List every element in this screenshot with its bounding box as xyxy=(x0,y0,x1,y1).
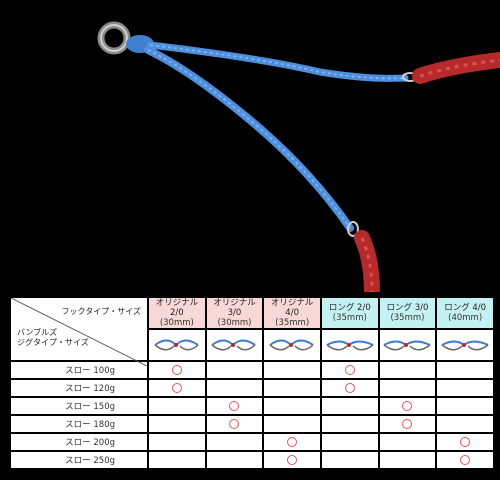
row-label: スロー 150g xyxy=(11,398,147,414)
compatibility-cell xyxy=(321,434,378,450)
compatibility-cell xyxy=(264,416,320,432)
column-header-long-2-0: ロング 2/0(35mm) xyxy=(321,298,378,328)
compatible-mark-icon xyxy=(402,418,413,429)
column-header-original-2-0: オリジナル 2/0(30mm) xyxy=(149,298,205,328)
table-row: スロー 180g xyxy=(11,416,493,432)
compatibility-cell xyxy=(206,362,263,378)
compatible-mark-icon xyxy=(229,418,240,429)
compatible-mark-icon xyxy=(460,454,471,465)
table-row: スロー 120g xyxy=(11,380,493,396)
compatibility-cell xyxy=(437,452,493,468)
compatible-mark-icon xyxy=(171,364,182,375)
compatible-mark-icon xyxy=(344,364,355,375)
table-row: スロー 250g xyxy=(11,452,493,468)
compatibility-cell xyxy=(437,362,493,378)
twin-hook-icon xyxy=(154,339,199,351)
column-header-original-4-0: オリジナル 4/0(35mm) xyxy=(264,298,320,328)
twin-hook-icon xyxy=(269,339,314,351)
compatibility-cell xyxy=(437,380,493,396)
compatibility-cell xyxy=(321,380,378,396)
hook-image-row xyxy=(11,330,493,360)
hook-image-cell xyxy=(321,330,378,360)
compatible-mark-icon xyxy=(171,382,182,393)
compatibility-cell xyxy=(379,362,436,378)
jig-type-size-label: バンブルズ ジグタイプ・サイズ xyxy=(17,328,89,347)
compatible-mark-icon xyxy=(344,382,355,393)
compatibility-cell xyxy=(206,398,263,414)
compatible-mark-icon xyxy=(460,436,471,447)
compatibility-cell xyxy=(321,362,378,378)
table-corner: フックタイプ・サイズ バンブルズ ジグタイプ・サイズ xyxy=(11,298,147,366)
row-label: スロー 250g xyxy=(11,452,147,468)
column-header-original-3-0: オリジナル 3/0(30mm) xyxy=(206,298,263,328)
compatible-mark-icon xyxy=(229,400,240,411)
compatibility-cell xyxy=(379,452,436,468)
compatibility-cell xyxy=(206,452,263,468)
column-header-long-3-0: ロング 3/0(35mm) xyxy=(379,298,436,328)
compatible-mark-icon xyxy=(287,454,298,465)
table-row: スロー 100g xyxy=(11,362,493,378)
hook-image-cell xyxy=(149,330,205,360)
row-label: スロー 200g xyxy=(11,434,147,450)
compatibility-cell xyxy=(149,434,205,450)
twin-hook-icon xyxy=(383,340,431,351)
compatibility-cell xyxy=(264,380,320,396)
compatibility-cell xyxy=(437,434,493,450)
compatibility-cell xyxy=(379,434,436,450)
hook-image-cell xyxy=(437,330,493,360)
compatibility-cell xyxy=(321,452,378,468)
hook-image-cell xyxy=(379,330,436,360)
compatibility-cell xyxy=(149,416,205,432)
compatibility-cell xyxy=(206,416,263,432)
twin-hook-icon xyxy=(211,339,257,351)
compatible-mark-icon xyxy=(287,436,298,447)
row-label: スロー 180g xyxy=(11,416,147,432)
compatibility-cell xyxy=(379,416,436,432)
compatibility-cell xyxy=(437,416,493,432)
compatibility-cell xyxy=(149,398,205,414)
compatibility-cell xyxy=(149,380,205,396)
compatibility-cell xyxy=(437,398,493,414)
compatibility-cell xyxy=(206,434,263,450)
compatibility-cell xyxy=(321,416,378,432)
compatibility-cell xyxy=(321,398,378,414)
hook-image-cell xyxy=(206,330,263,360)
table-row: スロー 200g xyxy=(11,434,493,450)
compatibility-cell xyxy=(379,398,436,414)
compatibility-cell xyxy=(149,362,205,378)
table-row: スロー 150g xyxy=(11,398,493,414)
compatibility-table: フックタイプ・サイズ バンブルズ ジグタイプ・サイズ オリジナル 2/0(30m… xyxy=(9,296,495,470)
product-photo xyxy=(97,21,500,292)
compatibility-cell xyxy=(264,452,320,468)
hook-type-size-label: フックタイプ・サイズ xyxy=(61,307,141,316)
thread-wrap-lower xyxy=(354,230,380,292)
compatibility-cell xyxy=(264,434,320,450)
column-header-long-4-0: ロング 4/0(40mm) xyxy=(437,298,493,328)
twin-hook-icon xyxy=(441,340,489,351)
compatibility-cell xyxy=(379,380,436,396)
compatibility-cell xyxy=(264,398,320,414)
compatibility-cell xyxy=(149,452,205,468)
compatibility-cell xyxy=(264,362,320,378)
row-label: スロー 100g xyxy=(11,362,147,378)
row-label: スロー 120g xyxy=(11,380,147,396)
header-row: フックタイプ・サイズ バンブルズ ジグタイプ・サイズ オリジナル 2/0(30m… xyxy=(11,298,493,366)
twin-hook-icon xyxy=(326,340,374,351)
compatible-mark-icon xyxy=(402,400,413,411)
hook-image-cell xyxy=(264,330,320,360)
compatibility-cell xyxy=(206,380,263,396)
